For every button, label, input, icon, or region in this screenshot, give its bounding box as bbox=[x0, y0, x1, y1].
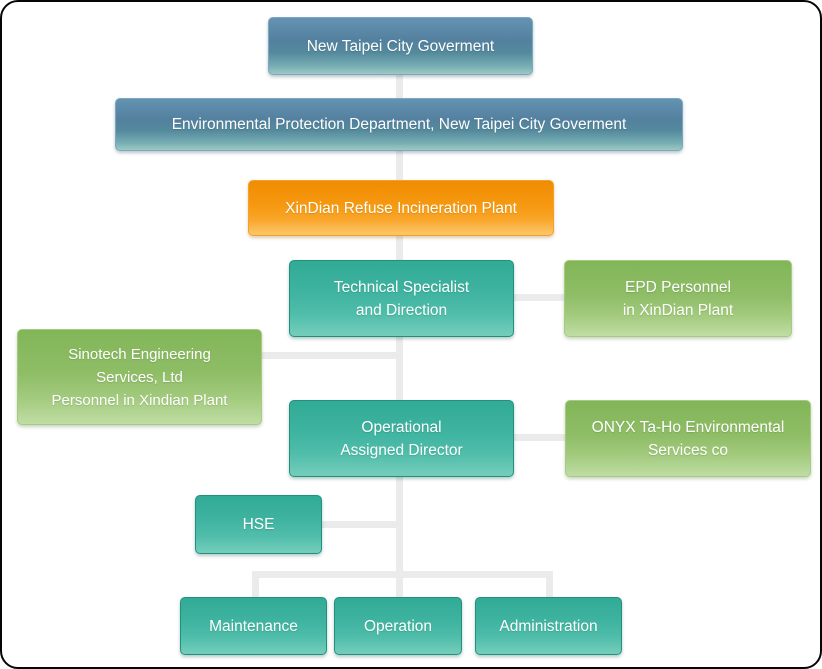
connector-operational-to-onyx bbox=[510, 434, 566, 441]
connector-city-to-dept bbox=[396, 70, 403, 100]
node-label: Personnel in Xindian Plant bbox=[51, 391, 228, 409]
node-administration: Administration bbox=[475, 597, 622, 655]
node-label: Administration bbox=[499, 617, 598, 635]
connector-hse-to-trunk bbox=[318, 521, 398, 528]
connector-technical-to-operational bbox=[396, 333, 403, 402]
connector-operational-to-bottom-row bbox=[396, 473, 403, 599]
node-label: Operation bbox=[363, 617, 433, 635]
connector-sinotech-to-trunk bbox=[258, 352, 398, 359]
node-label: ONYX Ta-Ho Environmental bbox=[591, 418, 785, 436]
connector-stub-administration bbox=[546, 574, 553, 599]
node-label: Environmental Protection Department, New… bbox=[171, 116, 627, 133]
node-label: Assigned Director bbox=[340, 441, 463, 459]
node-operational-assigned-director: Operational Assigned Director bbox=[289, 400, 514, 477]
node-onyx-ta-ho-environmental-services: ONYX Ta-Ho Environmental Services co bbox=[565, 400, 811, 477]
node-label: Operational bbox=[361, 418, 442, 436]
connector-plant-to-technical bbox=[396, 231, 403, 262]
connector-technical-to-epd-personnel bbox=[510, 294, 566, 301]
node-label: Technical Specialist bbox=[333, 278, 470, 296]
node-label: XinDian Refuse Incineration Plant bbox=[285, 199, 517, 217]
connector-dept-to-plant bbox=[396, 146, 403, 182]
node-epd-personnel-in-xindian-plant: EPD Personnel in XinDian Plant bbox=[564, 260, 792, 337]
node-xindian-refuse-incineration-plant: XinDian Refuse Incineration Plant bbox=[248, 180, 554, 236]
node-label: Maintenance bbox=[209, 617, 298, 635]
node-label: EPD Personnel bbox=[625, 278, 731, 296]
connector-stub-maintenance bbox=[252, 574, 259, 599]
node-new-taipei-city-government: New Taipei City Goverment bbox=[268, 17, 533, 75]
connector-bottom-branch bbox=[252, 571, 553, 578]
node-technical-specialist-and-direction: Technical Specialist and Direction bbox=[289, 260, 514, 337]
node-label: Services, Ltd bbox=[96, 368, 183, 386]
node-operation: Operation bbox=[334, 597, 462, 655]
node-hse: HSE bbox=[195, 495, 322, 554]
node-label: and Direction bbox=[355, 301, 448, 319]
node-environmental-protection-department: Environmental Protection Department, New… bbox=[115, 98, 683, 151]
node-label: in XinDian Plant bbox=[622, 301, 734, 319]
node-label: Sinotech Engineering bbox=[68, 345, 211, 363]
node-label: New Taipei City Goverment bbox=[306, 37, 495, 55]
node-sinotech-engineering-services: Sinotech Engineering Services, Ltd Perso… bbox=[17, 329, 262, 425]
node-label: HSE bbox=[242, 516, 275, 533]
node-label: Services co bbox=[647, 441, 729, 459]
node-maintenance: Maintenance bbox=[180, 597, 327, 655]
